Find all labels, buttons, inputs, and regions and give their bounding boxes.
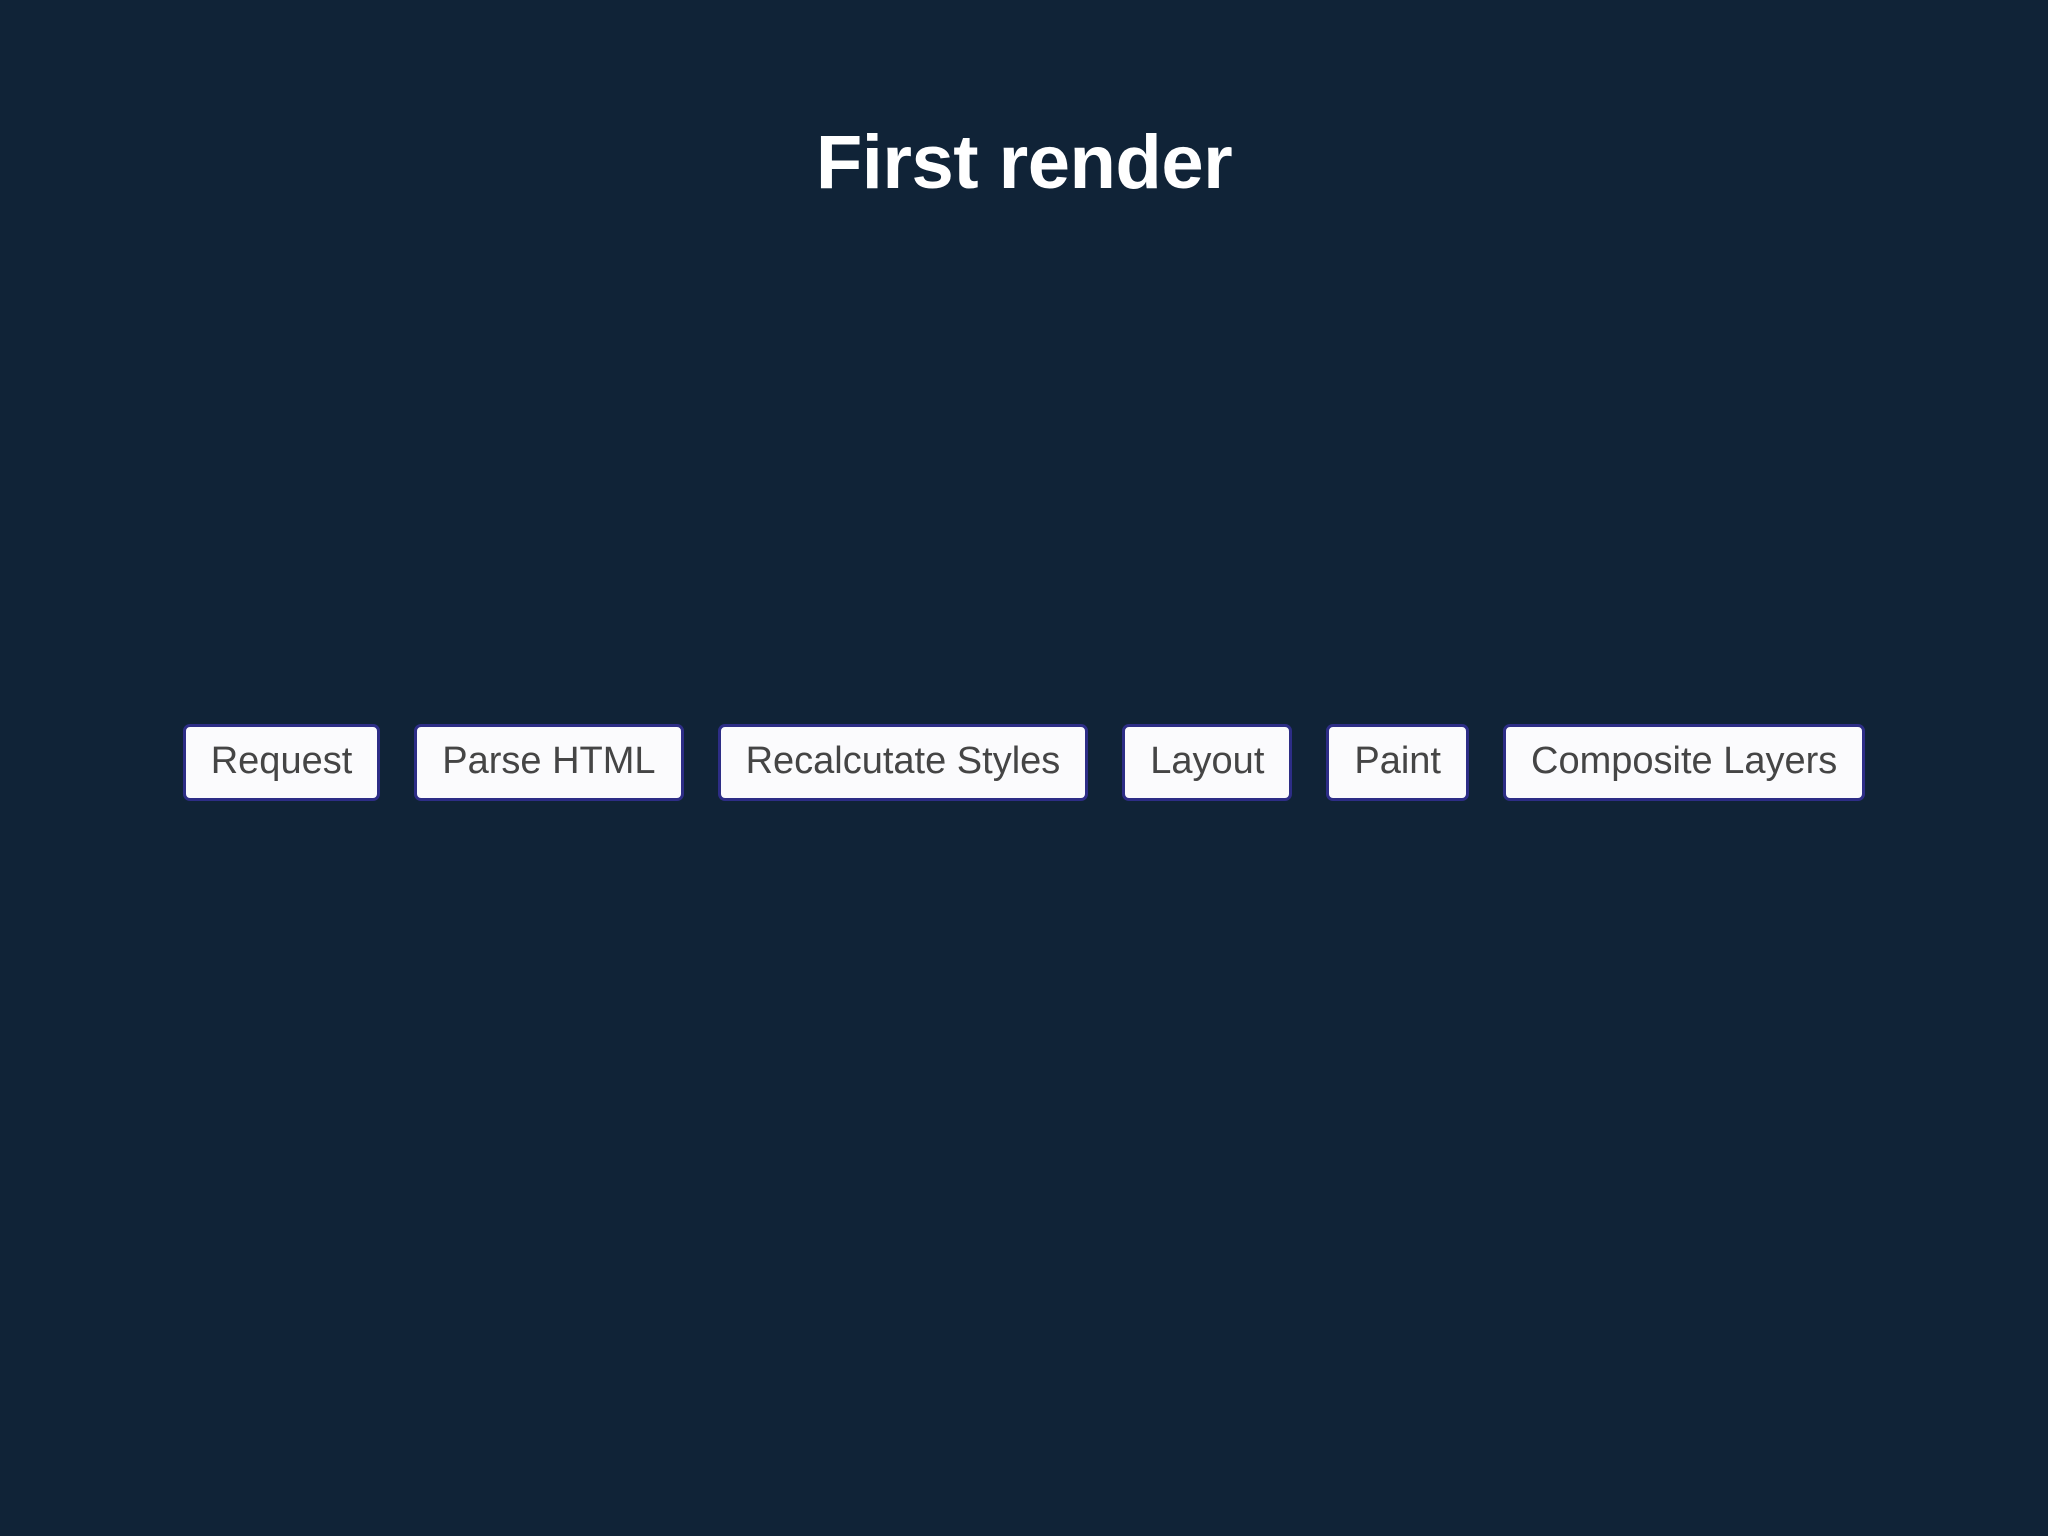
- pipeline-step-request[interactable]: Request: [182, 724, 381, 801]
- pipeline-step-layout[interactable]: Layout: [1122, 724, 1293, 801]
- pipeline-step-paint[interactable]: Paint: [1326, 724, 1469, 801]
- page-title: First render: [815, 120, 1233, 205]
- render-pipeline-row: Request Parse HTML Recalcutate Styles La…: [0, 724, 2048, 801]
- pipeline-step-recalculate-styles[interactable]: Recalcutate Styles: [717, 724, 1089, 801]
- pipeline-step-parse-html[interactable]: Parse HTML: [414, 724, 684, 801]
- pipeline-step-composite-layers[interactable]: Composite Layers: [1503, 724, 1866, 801]
